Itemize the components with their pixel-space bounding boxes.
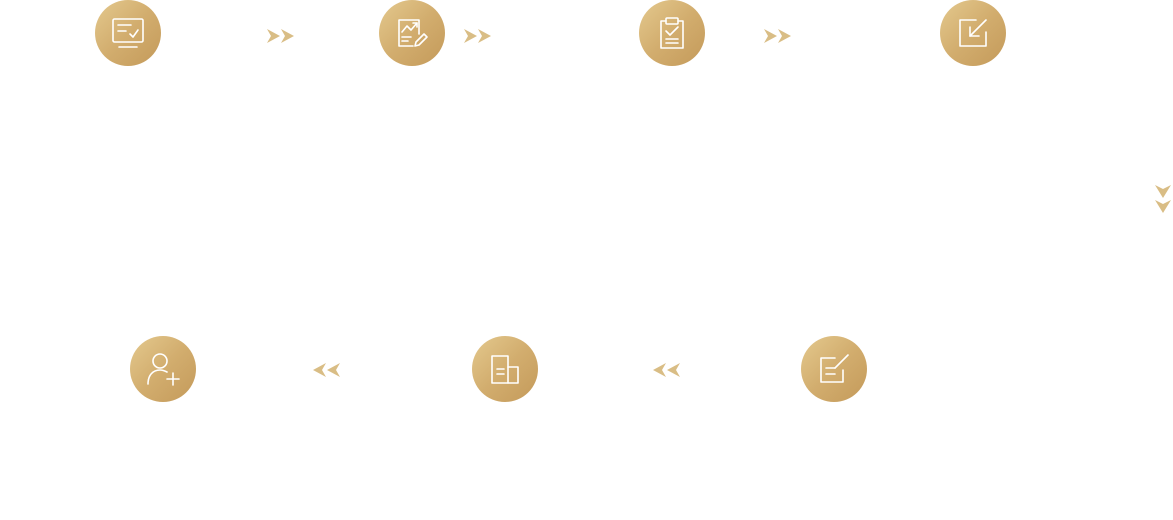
edit-note-icon (820, 354, 849, 383)
step-2 (379, 0, 445, 66)
double-chevron-left-icon (653, 363, 680, 377)
user-add-icon (147, 353, 180, 386)
double-chevron-down-icon (1155, 185, 1171, 213)
step-7 (130, 336, 196, 402)
document-icon (491, 355, 519, 384)
double-chevron-right-icon (464, 29, 491, 43)
double-chevron-right-icon (764, 29, 791, 43)
step-5 (801, 336, 867, 402)
arrow-left-1 (309, 361, 343, 379)
chart-edit-icon (398, 19, 428, 47)
arrow-in-box-icon (959, 19, 987, 47)
clipboard-check-icon (660, 17, 684, 49)
monitor-check-icon (112, 18, 144, 48)
arrow-down (1152, 183, 1173, 217)
step-1 (95, 0, 161, 66)
arrow-right-3 (761, 27, 795, 45)
arrow-right-1 (264, 27, 298, 45)
step-3 (639, 0, 705, 66)
double-chevron-left-icon (313, 363, 340, 377)
arrow-left-2 (649, 361, 683, 379)
step-4 (940, 0, 1006, 66)
step-6 (472, 336, 538, 402)
arrow-right-2 (461, 27, 495, 45)
double-chevron-right-icon (267, 29, 294, 43)
